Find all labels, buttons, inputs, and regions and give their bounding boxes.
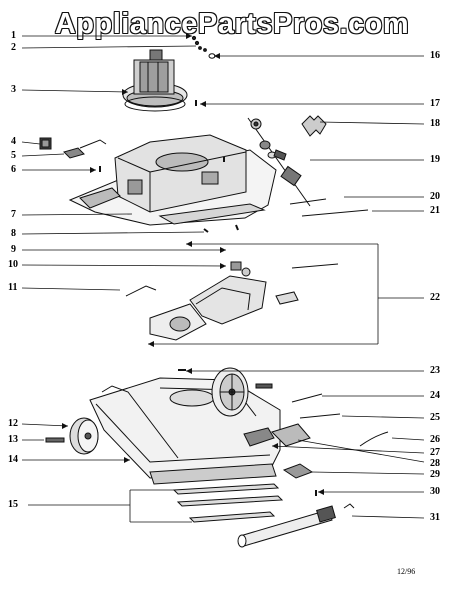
bumper-strips-15 <box>172 483 284 523</box>
callout-6: 6 <box>11 164 16 175</box>
rod-20 <box>289 198 327 205</box>
motor-assembly <box>122 49 188 112</box>
callout-20: 20 <box>430 191 440 202</box>
brush-assembly-19 <box>247 117 311 207</box>
date-code: 12/96 <box>397 567 416 576</box>
part-25-rod <box>299 413 341 419</box>
callout-3: 3 <box>11 84 16 95</box>
leader-arrowheads <box>62 33 324 495</box>
switch-parts <box>39 137 107 172</box>
callout-13: 13 <box>8 434 18 445</box>
axle-13 <box>45 437 65 443</box>
brushroll-31 <box>237 503 355 548</box>
callout-17: 17 <box>430 98 440 109</box>
callout-25: 25 <box>430 412 440 423</box>
rear-wheel <box>211 367 249 417</box>
callout-7: 7 <box>11 209 16 220</box>
callout-14: 14 <box>8 454 18 465</box>
rod-21 <box>301 209 369 217</box>
clip-part-18 <box>301 115 327 137</box>
brushroll-end-27 <box>243 427 275 447</box>
base-nozzle <box>89 377 281 485</box>
watermark: AppliancePartsPros.com <box>54 8 410 40</box>
callout-27: 27 <box>430 447 440 458</box>
callout-11: 11 <box>8 282 18 293</box>
callout-16: 16 <box>430 50 440 61</box>
callout-8: 8 <box>11 228 16 239</box>
axle-pin <box>255 383 273 389</box>
callout-29: 29 <box>430 469 440 480</box>
callout-18: 18 <box>430 118 440 129</box>
callout-23: 23 <box>430 365 440 376</box>
part-24-rod <box>291 393 323 403</box>
callout-26: 26 <box>430 434 440 445</box>
belt-26 <box>359 431 389 447</box>
fan-housing-group-22 <box>125 261 339 341</box>
callout-28: 28 <box>430 458 440 469</box>
callout-21: 21 <box>430 205 440 216</box>
part-29 <box>282 463 314 479</box>
callout-15: 15 <box>8 499 18 510</box>
callout-2: 2 <box>11 42 16 53</box>
motor-housing <box>68 134 277 226</box>
part-8 <box>203 228 209 233</box>
part-8b <box>235 224 239 231</box>
callout-10: 10 <box>8 259 18 270</box>
small-screws <box>191 35 216 106</box>
callout-1: 1 <box>11 30 16 41</box>
callout-24: 24 <box>430 390 440 401</box>
callout-31: 31 <box>430 512 440 523</box>
front-wheel <box>69 417 99 455</box>
callout-30: 30 <box>430 486 440 497</box>
callout-4: 4 <box>11 136 16 147</box>
callout-22: 22 <box>430 292 440 303</box>
leader-lines <box>21 35 425 523</box>
callout-9: 9 <box>11 244 16 255</box>
callout-12: 12 <box>8 418 18 429</box>
callout-19: 19 <box>430 154 440 165</box>
callout-5: 5 <box>11 150 16 161</box>
